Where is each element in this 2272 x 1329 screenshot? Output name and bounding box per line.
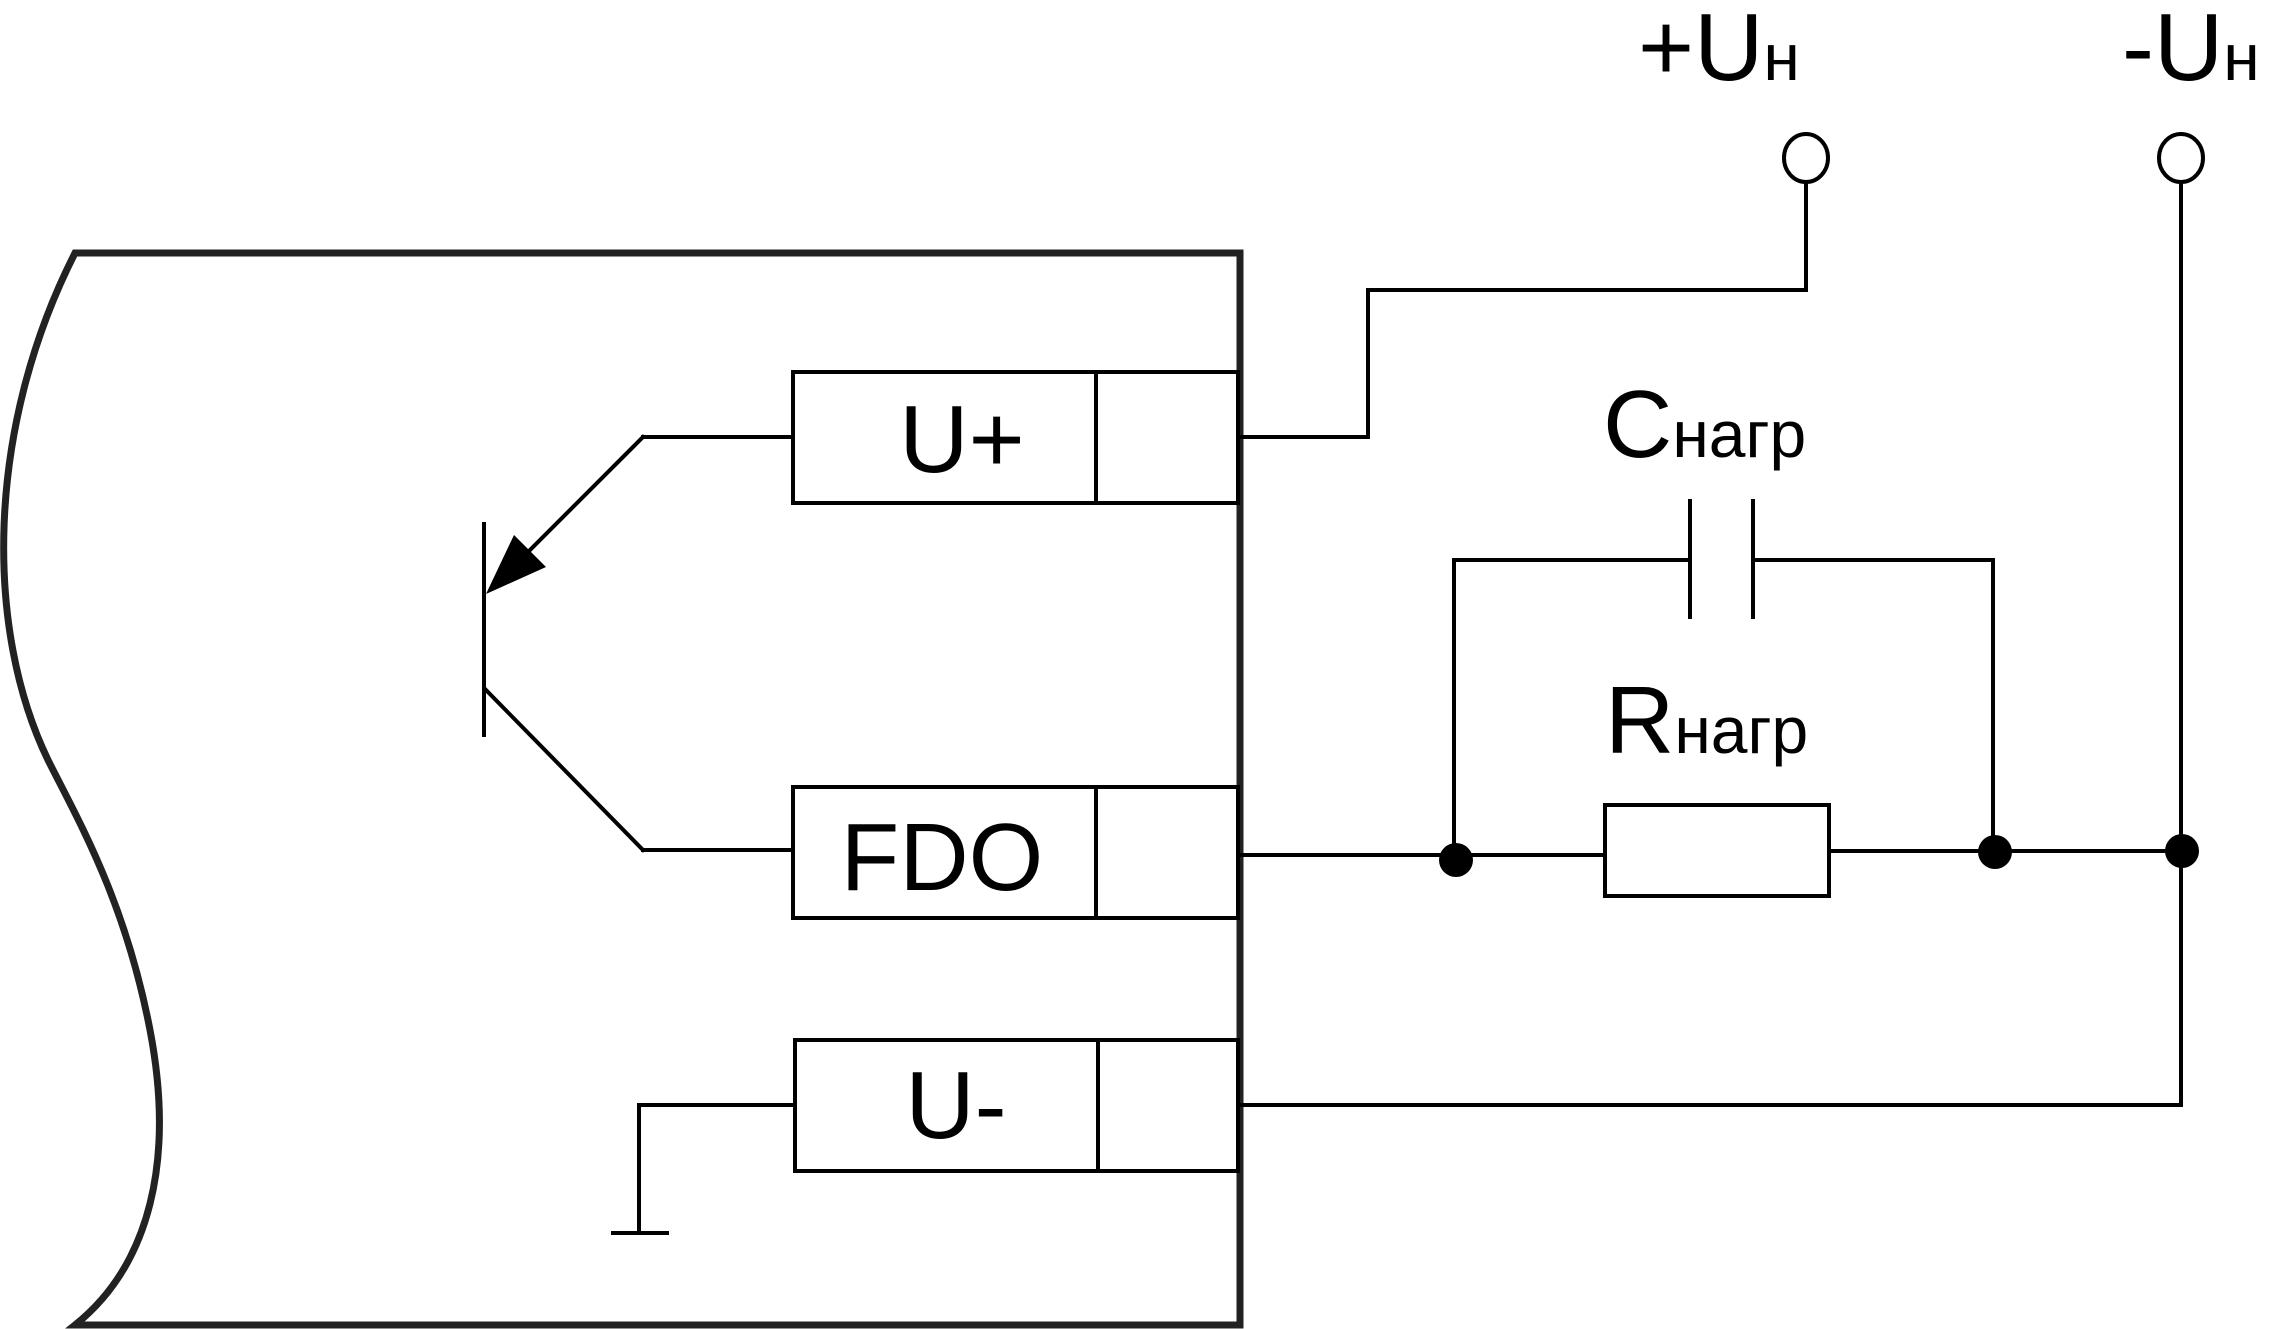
supply-plus-sub: н — [1763, 20, 1799, 94]
terminal-label-u-plus: U+ — [899, 386, 1024, 493]
supply-minus-main: -U — [2122, 0, 2223, 101]
terminal-label-u-minus: U- — [905, 1052, 1006, 1159]
wire-u-plus — [1238, 178, 1808, 439]
ground-symbol — [611, 1103, 797, 1235]
resistor-sub: нагр — [1674, 693, 1808, 767]
device-housing — [0, 249, 1244, 1329]
load-resistor — [1603, 803, 1831, 898]
resistor-main: R — [1605, 667, 1674, 774]
supply-plus-terminal — [1782, 132, 1830, 184]
junction-dot — [1439, 843, 1473, 877]
junction-dot — [1978, 835, 2012, 869]
capacitor-sub: нагр — [1672, 397, 1806, 471]
terminal-label-fdo: FDO — [841, 804, 1044, 911]
load-capacitor — [1688, 499, 1755, 619]
supply-plus-label: +Uн — [1638, 0, 1800, 101]
junction-dot — [2165, 834, 2199, 868]
capacitor-main: C — [1603, 371, 1672, 478]
terminal-u-minus — [793, 1038, 1240, 1173]
emitter-arrow-icon — [486, 535, 546, 594]
pnp-transistor — [482, 434, 795, 853]
wire-capacitor-branch — [1452, 558, 1692, 862]
capacitor-label: Cнагр — [1603, 371, 1806, 478]
resistor-label: Rнагр — [1605, 667, 1808, 774]
supply-minus-terminal — [2157, 132, 2205, 184]
supply-minus-sub: н — [2223, 20, 2259, 94]
supply-plus-main: +U — [1638, 0, 1763, 101]
supply-minus-label: -Uн — [2122, 0, 2260, 101]
terminal-fdo — [791, 785, 1240, 920]
